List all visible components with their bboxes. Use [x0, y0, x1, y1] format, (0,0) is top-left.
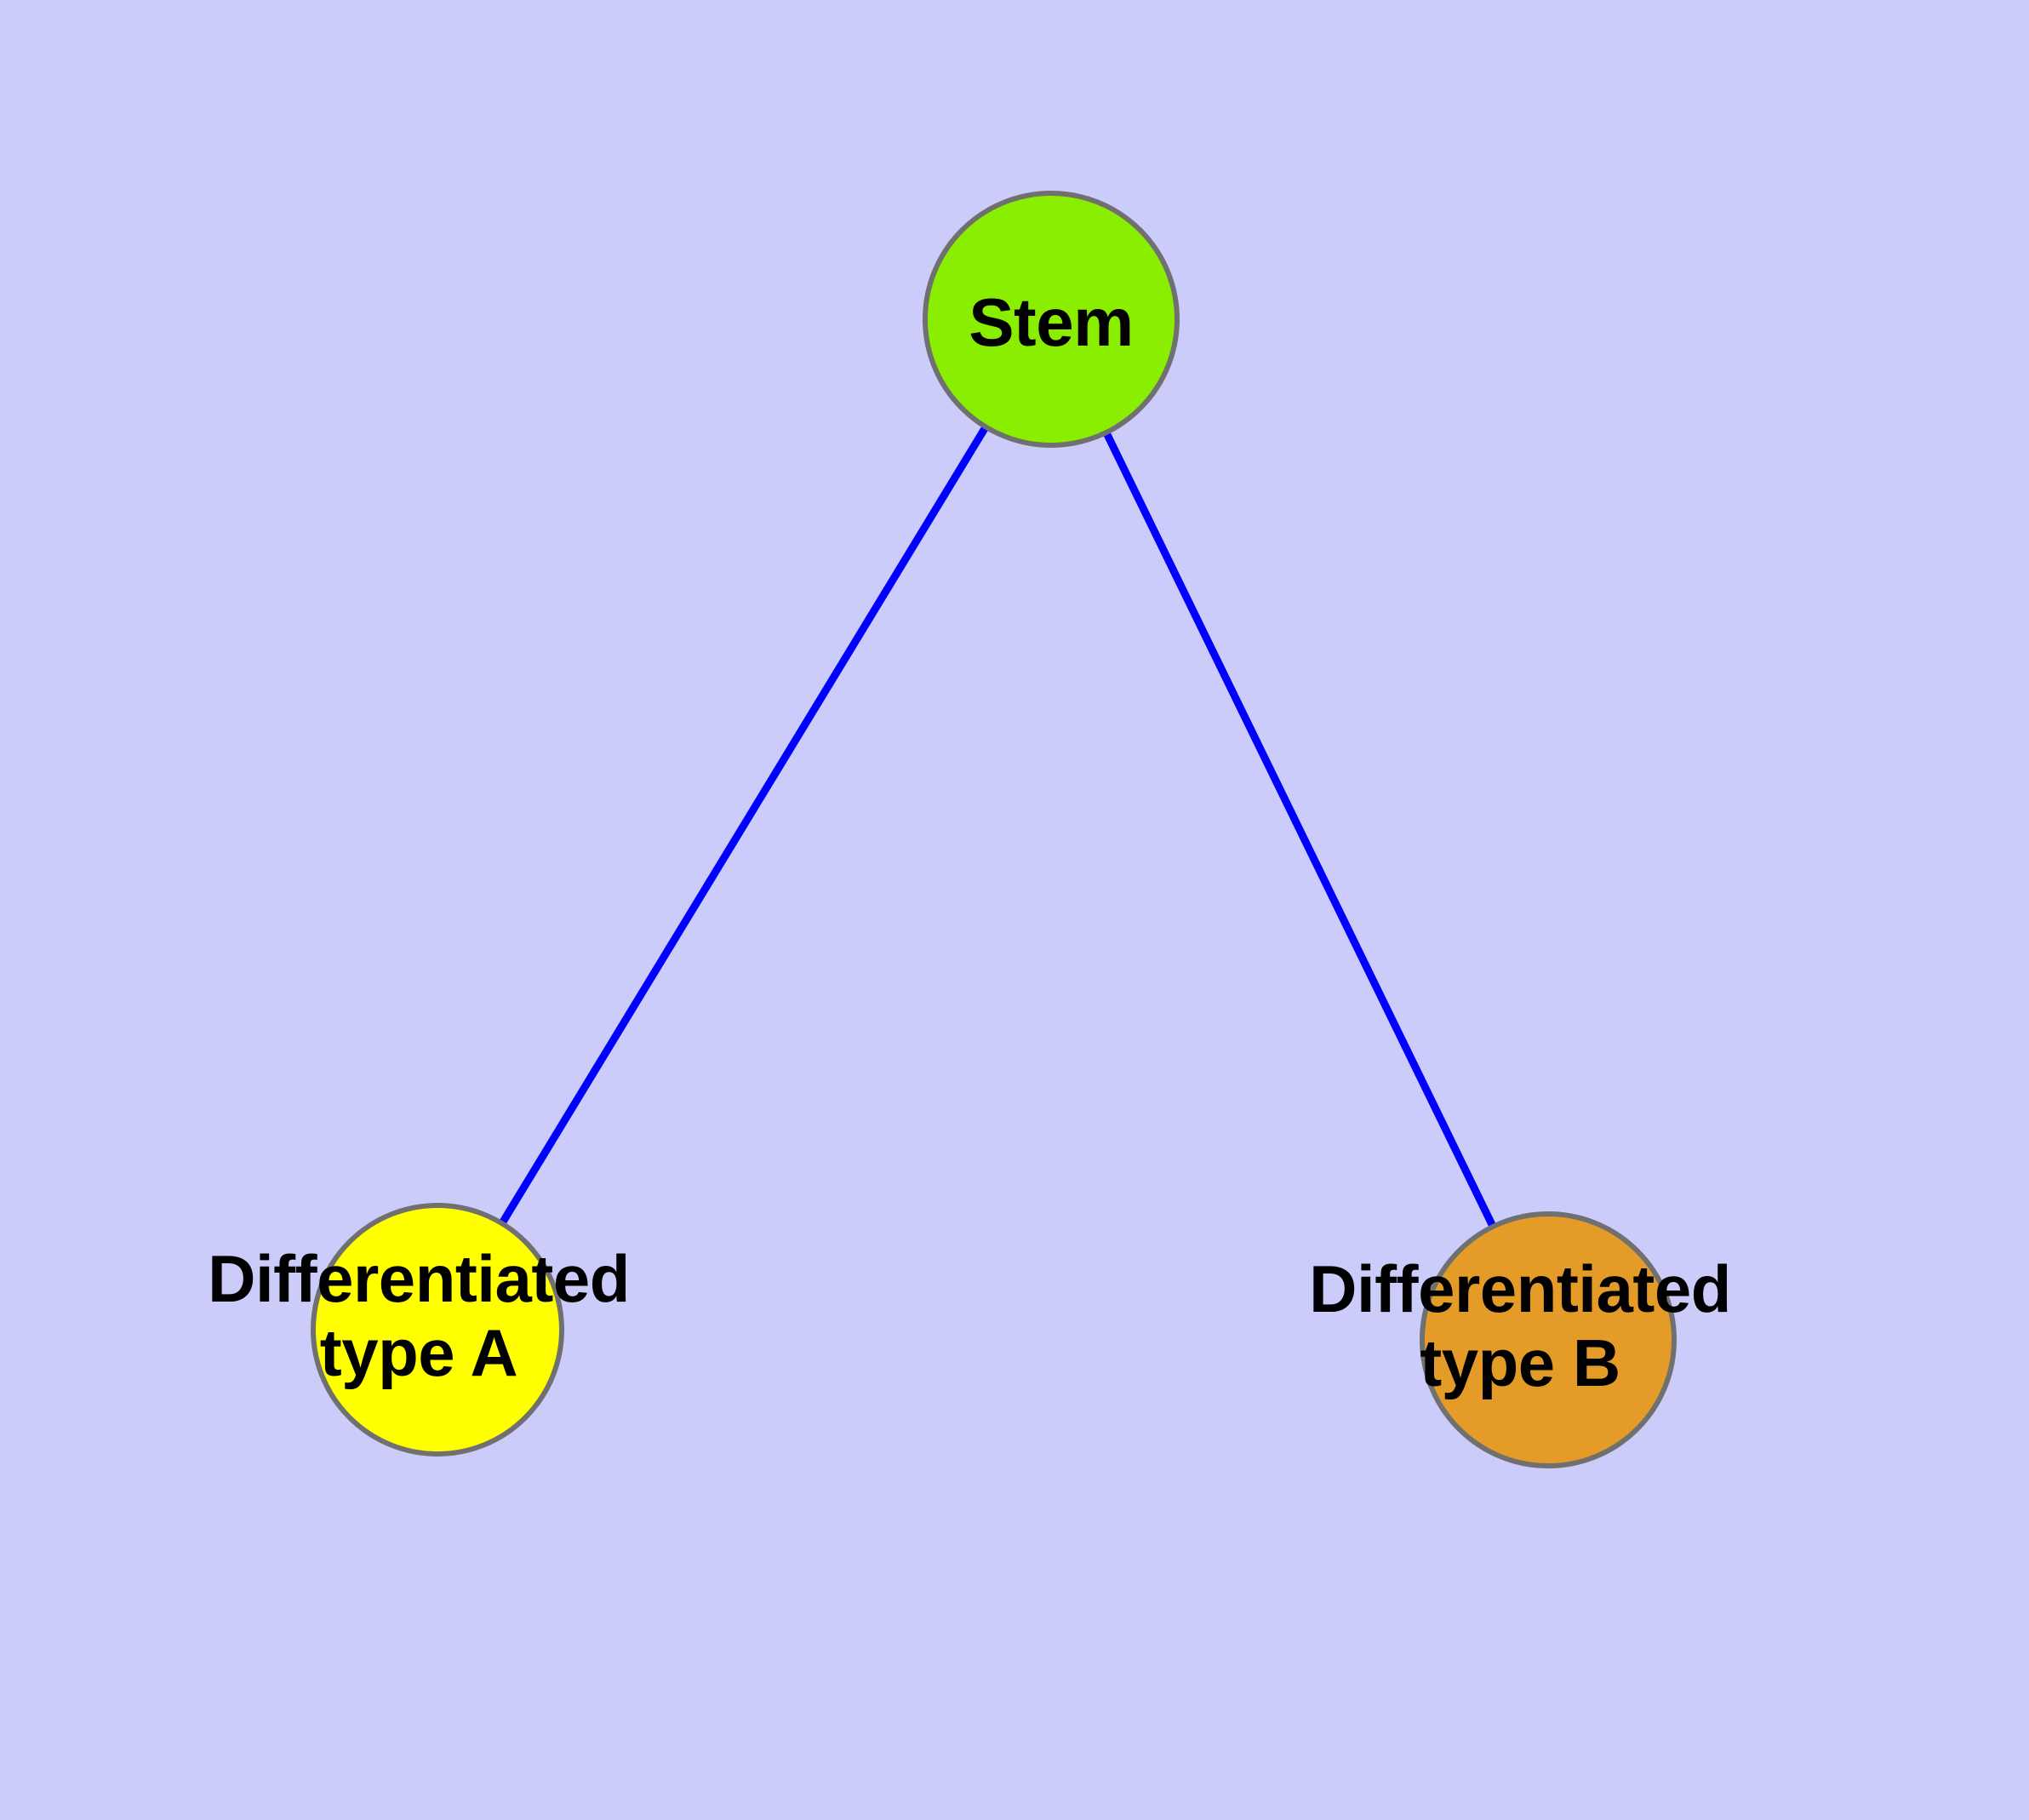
edge-stem-to-differentiated-type-b	[1047, 318, 1552, 1342]
node-stem[interactable]	[923, 191, 1180, 448]
edge-stem-to-differentiated-type-a	[434, 317, 1055, 1332]
node-differentiated-type-a[interactable]	[311, 1203, 564, 1457]
node-differentiated-type-b[interactable]	[1420, 1211, 1677, 1468]
